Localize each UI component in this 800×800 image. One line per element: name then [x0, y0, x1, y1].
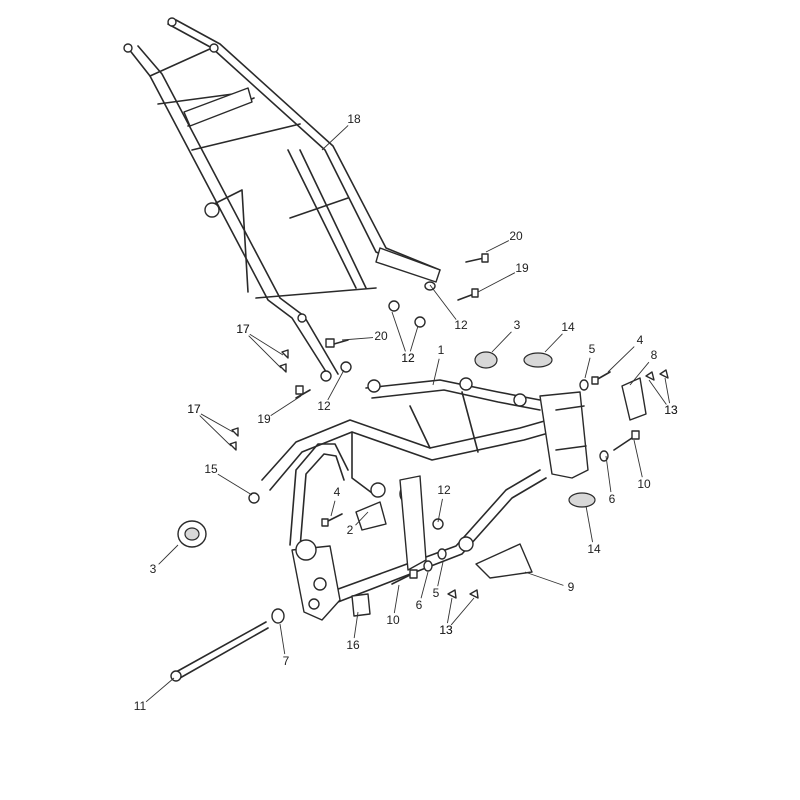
callout-leader-line: [584, 357, 591, 379]
callout-number: 19: [515, 261, 529, 275]
callout-number: 14: [587, 542, 601, 556]
callout-leader-line: [437, 498, 443, 523]
callout-leader-line: [321, 125, 349, 151]
hardware-parts: [170, 253, 669, 682]
callout-number: 6: [416, 598, 423, 612]
callout-number: 7: [283, 654, 290, 668]
callout-number: 5: [433, 586, 440, 600]
callout-number: 15: [204, 462, 218, 476]
callout-number: 12: [401, 351, 415, 365]
callout-leader-line: [217, 473, 253, 496]
callout-leader-line: [391, 311, 406, 352]
callout-leader-line: [355, 511, 369, 526]
callout-leader-line: [279, 623, 286, 655]
callout-leader-line: [199, 415, 232, 447]
callout-number: 13: [439, 623, 453, 637]
callout-number: 17: [187, 402, 201, 416]
callout-leader-line: [249, 333, 284, 356]
callout-number: 5: [589, 342, 596, 356]
callout-leader-line: [491, 331, 512, 353]
callout-leader-line: [432, 358, 440, 386]
callout-leader-line: [270, 395, 302, 417]
callout-leader-line: [585, 505, 594, 543]
callout-number: 20: [509, 229, 523, 243]
callout-number: 13: [664, 403, 678, 417]
callout-number: 10: [637, 477, 651, 491]
callout-number: 18: [347, 112, 361, 126]
callout-number: 13: [439, 623, 453, 637]
callout-number: 12: [437, 483, 451, 497]
callout-leader-line: [485, 240, 510, 253]
callout-leader-line: [524, 571, 564, 586]
callout-leader-line: [158, 544, 179, 565]
callout-leader-line: [437, 561, 444, 587]
callout-number: 12: [454, 318, 468, 332]
callout-number: 14: [561, 320, 575, 334]
main-frame: [261, 377, 589, 621]
callout-leader-line: [607, 346, 635, 373]
callout-leader-line: [544, 333, 563, 353]
callout-number: 6: [609, 492, 616, 506]
rear-subframe: [123, 17, 441, 382]
callout-leader-line: [450, 597, 475, 626]
callout-leader-line: [409, 325, 419, 352]
callout-leader-line: [327, 369, 345, 401]
callout-leader-line: [420, 571, 429, 599]
callout-leader-line: [248, 335, 282, 369]
callout-leader-line: [353, 611, 359, 639]
callout-number: 10: [386, 613, 400, 627]
callout-leader-line: [429, 284, 457, 320]
callout-number: 16: [346, 638, 360, 652]
callout-leader-line: [341, 337, 374, 341]
callout-leader-line: [633, 439, 643, 478]
callout-leader-line: [629, 361, 650, 386]
callout-number: 8: [651, 348, 658, 362]
callout-leader-line: [664, 377, 671, 404]
callout-number: 11: [134, 699, 147, 713]
callout-number: 12: [317, 399, 331, 413]
callout-number: 17: [236, 322, 250, 336]
callout-leader-line: [145, 677, 175, 703]
callout-number: 4: [637, 333, 644, 347]
callout-leader-line: [605, 455, 612, 493]
callout-number: 20: [374, 329, 388, 343]
callout-number: 3: [150, 562, 157, 576]
callout-number: 2: [347, 523, 354, 537]
callout-leader-line: [330, 500, 336, 517]
callout-number: 4: [334, 485, 341, 499]
callout-number: 17: [187, 402, 201, 416]
callout-leader-line: [446, 597, 453, 624]
callout-number: 12: [401, 351, 415, 365]
callout-leader-line: [393, 584, 400, 614]
callout-number: 13: [664, 403, 678, 417]
callout-number: 3: [514, 318, 521, 332]
callout-leader-line: [648, 379, 667, 405]
callout-leader-line: [200, 413, 234, 433]
callout-number: 1: [438, 343, 445, 357]
callout-number: 17: [236, 322, 250, 336]
callout-leader-line: [477, 272, 516, 293]
callout-number: 9: [568, 580, 575, 594]
callout-number: 19: [257, 412, 271, 426]
